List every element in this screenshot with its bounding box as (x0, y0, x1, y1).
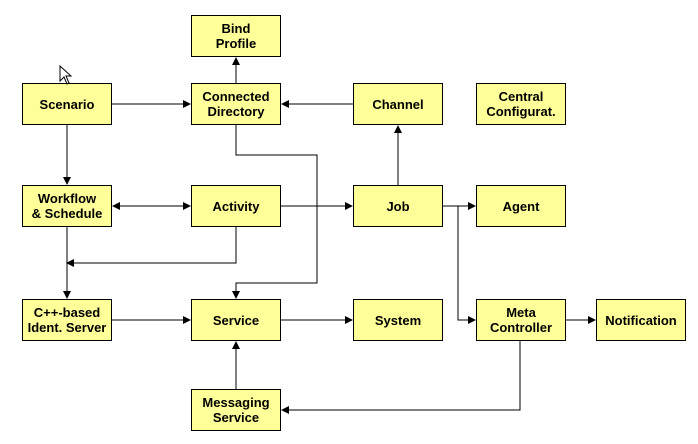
node-activity: Activity (191, 185, 281, 227)
node-service: Service (191, 299, 281, 341)
mouse-pointer-icon (59, 65, 73, 85)
node-connected-directory: Connected Directory (191, 83, 281, 125)
node-job: Job (353, 185, 443, 227)
node-messaging-service: Messaging Service (191, 389, 281, 431)
node-meta-controller: Meta Controller (476, 299, 566, 341)
node-notification: Notification (596, 299, 686, 341)
connector-job-to-meta-controller (443, 205, 476, 324)
connector-connected-directory-to-service (232, 125, 318, 299)
node-scenario: Scenario (22, 83, 112, 125)
node-workflow-schedule: Workflow & Schedule (22, 185, 112, 227)
node-system: System (353, 299, 443, 341)
node-channel: Channel (353, 83, 443, 125)
node-central-configuration: Central Configurat. (476, 83, 566, 125)
node-cpp-ident-server: C++-based Ident. Server (22, 299, 112, 341)
connector-meta-controller-to-messaging-service (281, 341, 521, 414)
node-agent: Agent (476, 185, 566, 227)
connector-activity-to-cpp-ident-server (66, 227, 237, 267)
node-bind-profile: Bind Profile (191, 15, 281, 57)
